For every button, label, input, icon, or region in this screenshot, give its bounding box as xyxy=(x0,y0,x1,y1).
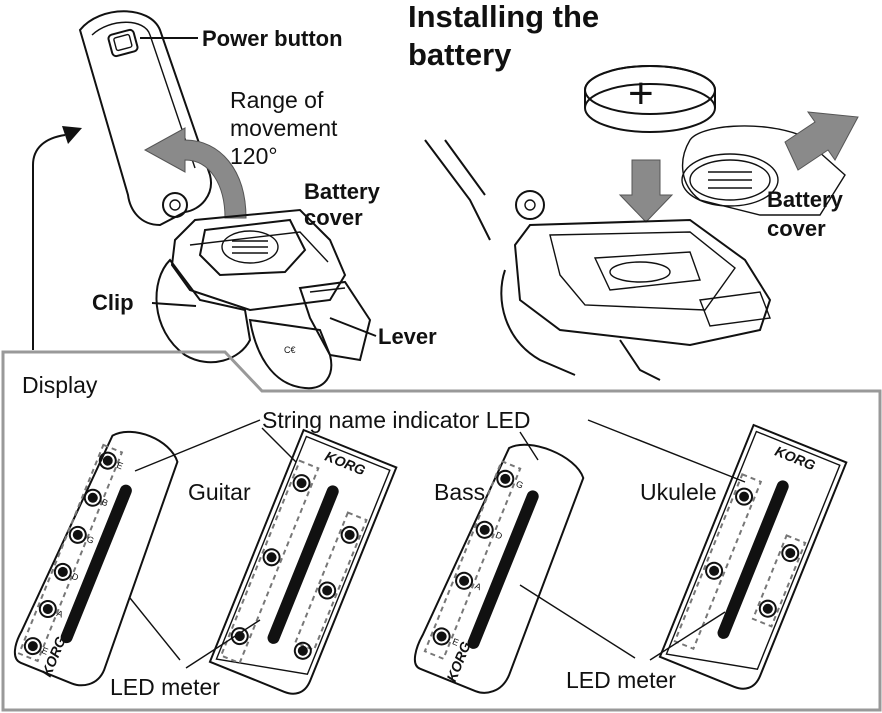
display-title: Display xyxy=(22,372,98,398)
display-frame xyxy=(1,350,882,712)
remove-arrow xyxy=(784,111,859,171)
battery-plus-sign: + xyxy=(628,69,654,118)
battery-cover-label-right-line2: cover xyxy=(767,216,826,241)
lever-icon xyxy=(298,280,372,362)
tuner-illustration-left: C€ xyxy=(32,10,372,390)
guitar-left-string-4: D xyxy=(70,571,80,583)
bass-string-3: A xyxy=(473,581,482,593)
ukulele-display: KORG xyxy=(658,423,848,690)
range-label-line2: movement xyxy=(230,115,338,141)
bass-mode-label: Bass xyxy=(434,479,485,505)
battery-install-illustration: + xyxy=(424,65,859,381)
lever-label: Lever xyxy=(378,324,437,349)
guitar-left-string-2: B xyxy=(100,497,109,509)
ukulele-mode-label: Ukulele xyxy=(640,479,717,505)
range-label-line1: Range of xyxy=(230,87,324,113)
led-meter-label-left: LED meter xyxy=(110,674,220,700)
battery-cover-label-right-line1: Battery xyxy=(767,187,844,212)
korg-logo-1: KORG xyxy=(38,634,69,679)
guitar-left-string-6: E xyxy=(40,645,49,657)
power-button-label: Power button xyxy=(202,26,343,51)
rotation-arrow xyxy=(143,127,247,219)
guitar-display-left: E B G D A E KORG xyxy=(13,430,179,687)
guitar-left-string-1: E xyxy=(115,460,124,472)
bass-string-4: E xyxy=(451,636,460,648)
insert-arrow xyxy=(618,159,674,223)
clip-label: Clip xyxy=(92,290,134,315)
installing-battery-title-line1: Installing the xyxy=(408,0,599,34)
battery-cover-icon xyxy=(198,218,307,277)
guitar-left-string-5: A xyxy=(55,608,64,620)
led-meter-label-right: LED meter xyxy=(566,667,676,693)
bass-string-1: G xyxy=(515,479,525,491)
installing-battery-title-line2: battery xyxy=(408,37,512,72)
guitar-left-string-3: G xyxy=(85,534,95,546)
battery-cover-label-left-line2: cover xyxy=(304,205,363,230)
clip-icon xyxy=(155,258,252,364)
string-name-indicator-label: String name indicator LED xyxy=(262,407,530,433)
svg-text:C€: C€ xyxy=(284,345,296,355)
bass-display: G D A E KORG xyxy=(413,443,585,694)
coin-battery-icon xyxy=(584,65,716,133)
range-label-line3: 120° xyxy=(230,143,278,169)
battery-cover-label-left-line1: Battery xyxy=(304,179,381,204)
guitar-display-right: KORG xyxy=(208,428,398,695)
guitar-mode-label: Guitar xyxy=(188,479,251,505)
power-button-icon xyxy=(107,28,139,58)
bass-string-2: D xyxy=(494,530,504,542)
